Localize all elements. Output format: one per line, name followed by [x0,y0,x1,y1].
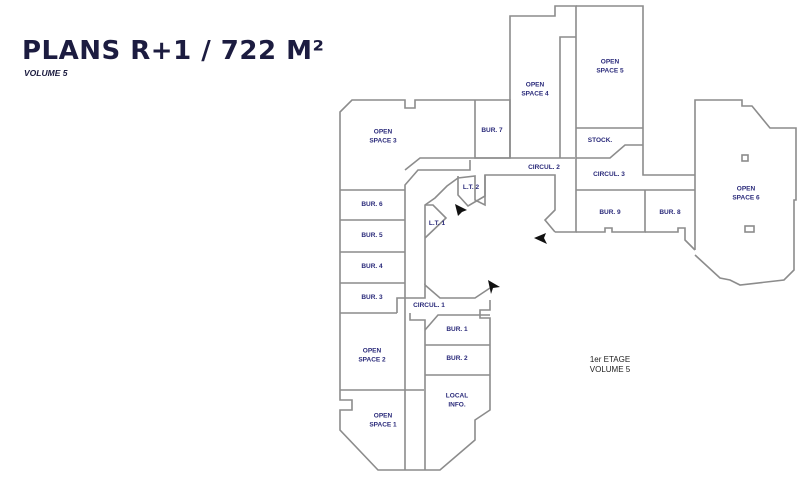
room-label-open-space-4: OPEN SPACE 4 [521,81,549,98]
wall-circul2-top [404,157,575,171]
room-label-lt-2: L.T. 2 [462,183,480,191]
room-label-circul-3: CIRCUL. 3 [593,170,625,178]
wall-os4-inner [559,36,576,158]
pillar-2 [744,225,755,233]
wall-bur8 [645,227,696,251]
wall-open-space-5 [576,5,695,176]
room-label-open-space-6: OPEN SPACE 6 [732,185,760,202]
room-label-bur-7: BUR. 7 [481,126,503,134]
room-label-bur-2: BUR. 2 [446,354,468,362]
room-label-stock: STOCK. [587,136,613,144]
pillar-1 [741,154,749,162]
room-label-bur-3: BUR. 3 [361,293,383,301]
room-label-open-space-5: OPEN SPACE 5 [596,58,624,75]
wall-corridor-west [404,160,471,470]
room-label-bur-8: BUR. 8 [659,208,681,216]
page-subtitle: VOLUME 5 [24,68,68,78]
direction-arrow-1 [455,204,467,216]
wall-core [424,174,556,285]
wall-open-space-4 [509,5,577,158]
wall-open-space-6 [694,99,797,286]
room-label-bur-9: BUR. 9 [599,208,621,216]
room-label-bur-5: BUR. 5 [361,231,383,239]
room-label-open-space-3: OPEN SPACE 3 [369,128,397,145]
wall-south [405,300,491,471]
room-label-circul-1: CIRCUL. 1 [413,301,445,309]
wall-inner-core [409,313,426,470]
floor-label: 1er ETAGE VOLUME 5 [589,355,631,374]
room-label-bur-4: BUR. 4 [361,262,383,270]
room-label-lt-1: L.T. 1 [428,219,446,227]
lt1-shape [424,204,448,239]
lt2-shape [457,175,486,208]
room-label-open-space-2: OPEN SPACE 2 [358,347,386,364]
direction-arrow-2 [534,233,547,244]
direction-arrow-3 [488,280,500,294]
room-label-open-space-1: OPEN SPACE 1 [369,412,397,429]
room-label-local-info: LOCAL INFO. [445,392,469,409]
wall-bur1 [424,314,490,331]
outer-wall-west [339,99,475,471]
page-title: PLANS R+1 / 722 M² [22,36,325,66]
wall-stock [576,144,643,159]
room-label-bur-1: BUR. 1 [446,325,468,333]
room-label-circul-2: CIRCUL. 2 [528,163,560,171]
room-label-bur-6: BUR. 6 [361,200,383,208]
